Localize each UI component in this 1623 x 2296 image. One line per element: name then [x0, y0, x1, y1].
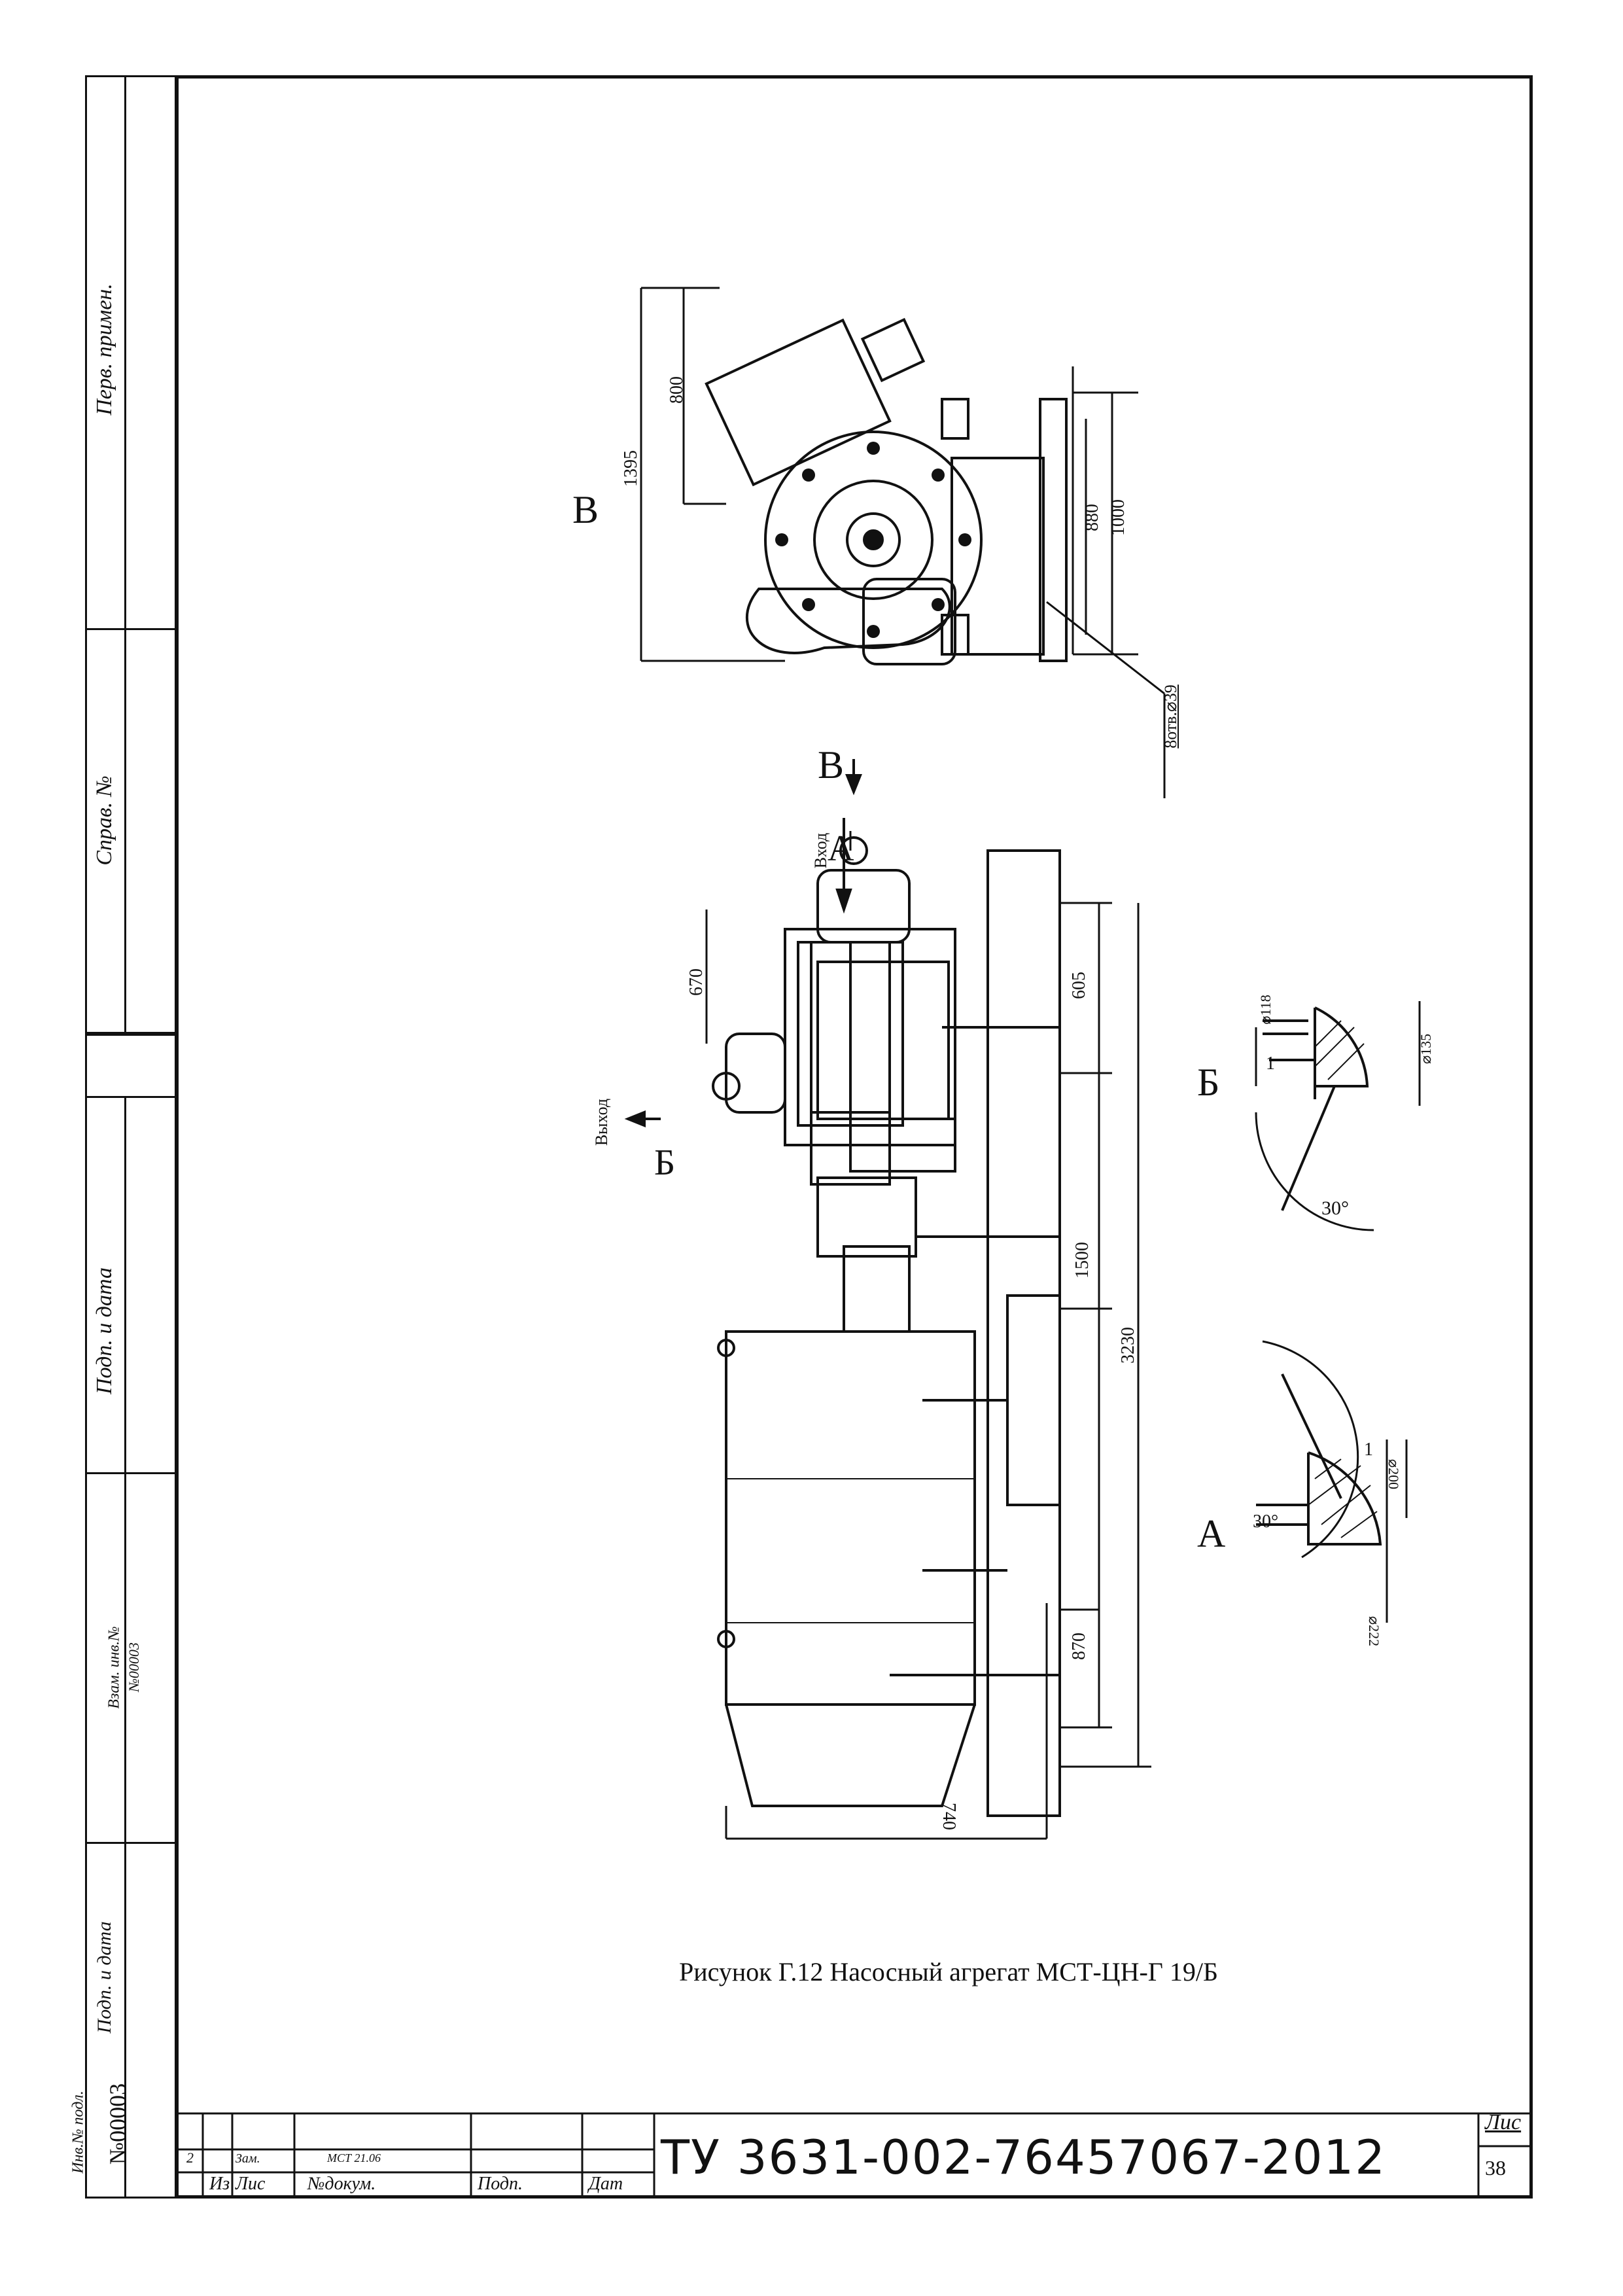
side-view-dims: [705, 831, 1151, 1840]
dim-30-a: 30°: [1253, 1511, 1279, 1532]
dim-one-a: 1: [1364, 1439, 1373, 1460]
dim-1395: 1395: [621, 450, 641, 487]
view-b-label: В: [572, 488, 599, 531]
dim-870: 870: [1069, 1633, 1089, 1660]
dim-880: 880: [1082, 504, 1102, 531]
arrow-v-label: В: [818, 743, 845, 786]
tb-list-value: Зам.: [236, 2151, 260, 2166]
dim-740: 740: [939, 1803, 959, 1830]
drawing-frame: [175, 75, 1533, 2199]
sheet-number: 38: [1485, 2156, 1506, 2180]
detail-a-label: А: [1197, 1512, 1226, 1555]
dim-222: ⌀222: [1366, 1616, 1382, 1647]
tb-hdr-podp: Подп.: [478, 2174, 523, 2194]
tb-hdr-izm: Из: [209, 2174, 230, 2194]
view-bb-top-label: Б: [654, 1142, 676, 1183]
view-b: [705, 317, 1074, 665]
sheet-label: Лис: [1485, 2110, 1522, 2134]
view-b-arrow: [845, 759, 862, 796]
outlet-arrow: [624, 1110, 661, 1127]
dim-1500: 1500: [1072, 1242, 1092, 1279]
title-block-lines: [177, 2112, 1531, 2199]
dim-1000: 1000: [1108, 499, 1128, 536]
dim-670: 670: [686, 968, 707, 996]
left-stamp: Перв. примен. Справ. № Подп. и дата Взам…: [70, 75, 177, 2199]
outlet-label: Выход: [592, 1098, 611, 1146]
tb-hdr-doc: №докум.: [307, 2174, 376, 2194]
dim-holes: 8отв.⌀39: [1161, 684, 1180, 749]
detail-b: [1255, 1001, 1421, 1231]
view-b-dims: [640, 287, 1166, 798]
tb-doc-value: МСТ 21.06: [327, 2151, 381, 2164]
document-designation: ТУ 3631-002-76457067-2012: [661, 2130, 1387, 2185]
view-a-top-label: А: [828, 828, 854, 869]
inlet-arrow: [835, 818, 852, 914]
dim-200: ⌀200: [1386, 1458, 1402, 1490]
detail-a: [1256, 1340, 1408, 1623]
tb-hdr-list: Лис: [236, 2174, 266, 2194]
dim-30-b: 30°: [1321, 1197, 1349, 1219]
detail-b-label: Б: [1197, 1061, 1220, 1104]
dim-605: 605: [1069, 972, 1089, 999]
tb-hdr-data: Дат: [589, 2174, 623, 2194]
stamp-cell-bottom: [85, 1034, 177, 2199]
dim-135: ⌀135: [1418, 1033, 1434, 1065]
dim-3230: 3230: [1118, 1327, 1138, 1364]
dim-118: ⌀118: [1257, 995, 1274, 1025]
figure-caption: Рисунок Г.12 Насосный агрегат МСТ-ЦН-Г 1…: [679, 1957, 1218, 1987]
tb-izm-value: 2: [186, 2149, 194, 2166]
inlet-label: Вход: [811, 832, 830, 869]
side-view: [712, 836, 1061, 1817]
dim-one-b: 1: [1266, 1053, 1275, 1074]
dim-800: 800: [667, 376, 687, 404]
stamp-cell-top: [85, 75, 177, 1034]
